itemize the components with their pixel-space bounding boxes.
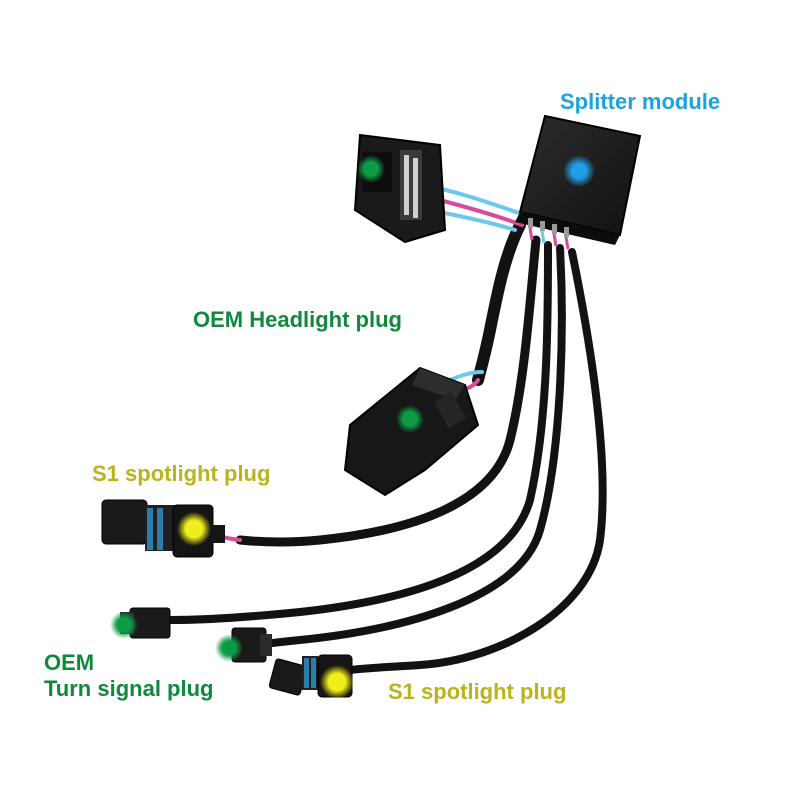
wire-blue-lower xyxy=(448,370,484,382)
oem-turn-signal-label-line2: Turn signal plug xyxy=(44,676,214,701)
oem-headlight-plug-upper xyxy=(353,133,447,244)
cable-s1-bottom xyxy=(346,248,607,674)
splitter-module-label: Splitter module xyxy=(560,89,721,114)
s1-spotlight-plug-label-top: S1 spotlight plug xyxy=(92,461,271,486)
cable-headlight-trunk xyxy=(472,219,526,386)
cable-oem-turn-2 xyxy=(251,244,566,649)
cable-s1-top xyxy=(235,235,541,547)
oem-headlight-plug-label: OEM Headlight plug xyxy=(193,307,402,332)
cable-oem-turn-1 xyxy=(166,241,552,624)
markers xyxy=(110,155,595,699)
oem-turn-signal-label-line1: OEM xyxy=(44,650,95,675)
oem-turn-signal-plug-label: OEM Turn signal plug xyxy=(44,650,213,702)
s1-spotlight-plug-label-bottom: S1 spotlight plug xyxy=(388,679,567,704)
module-pins xyxy=(528,218,569,237)
